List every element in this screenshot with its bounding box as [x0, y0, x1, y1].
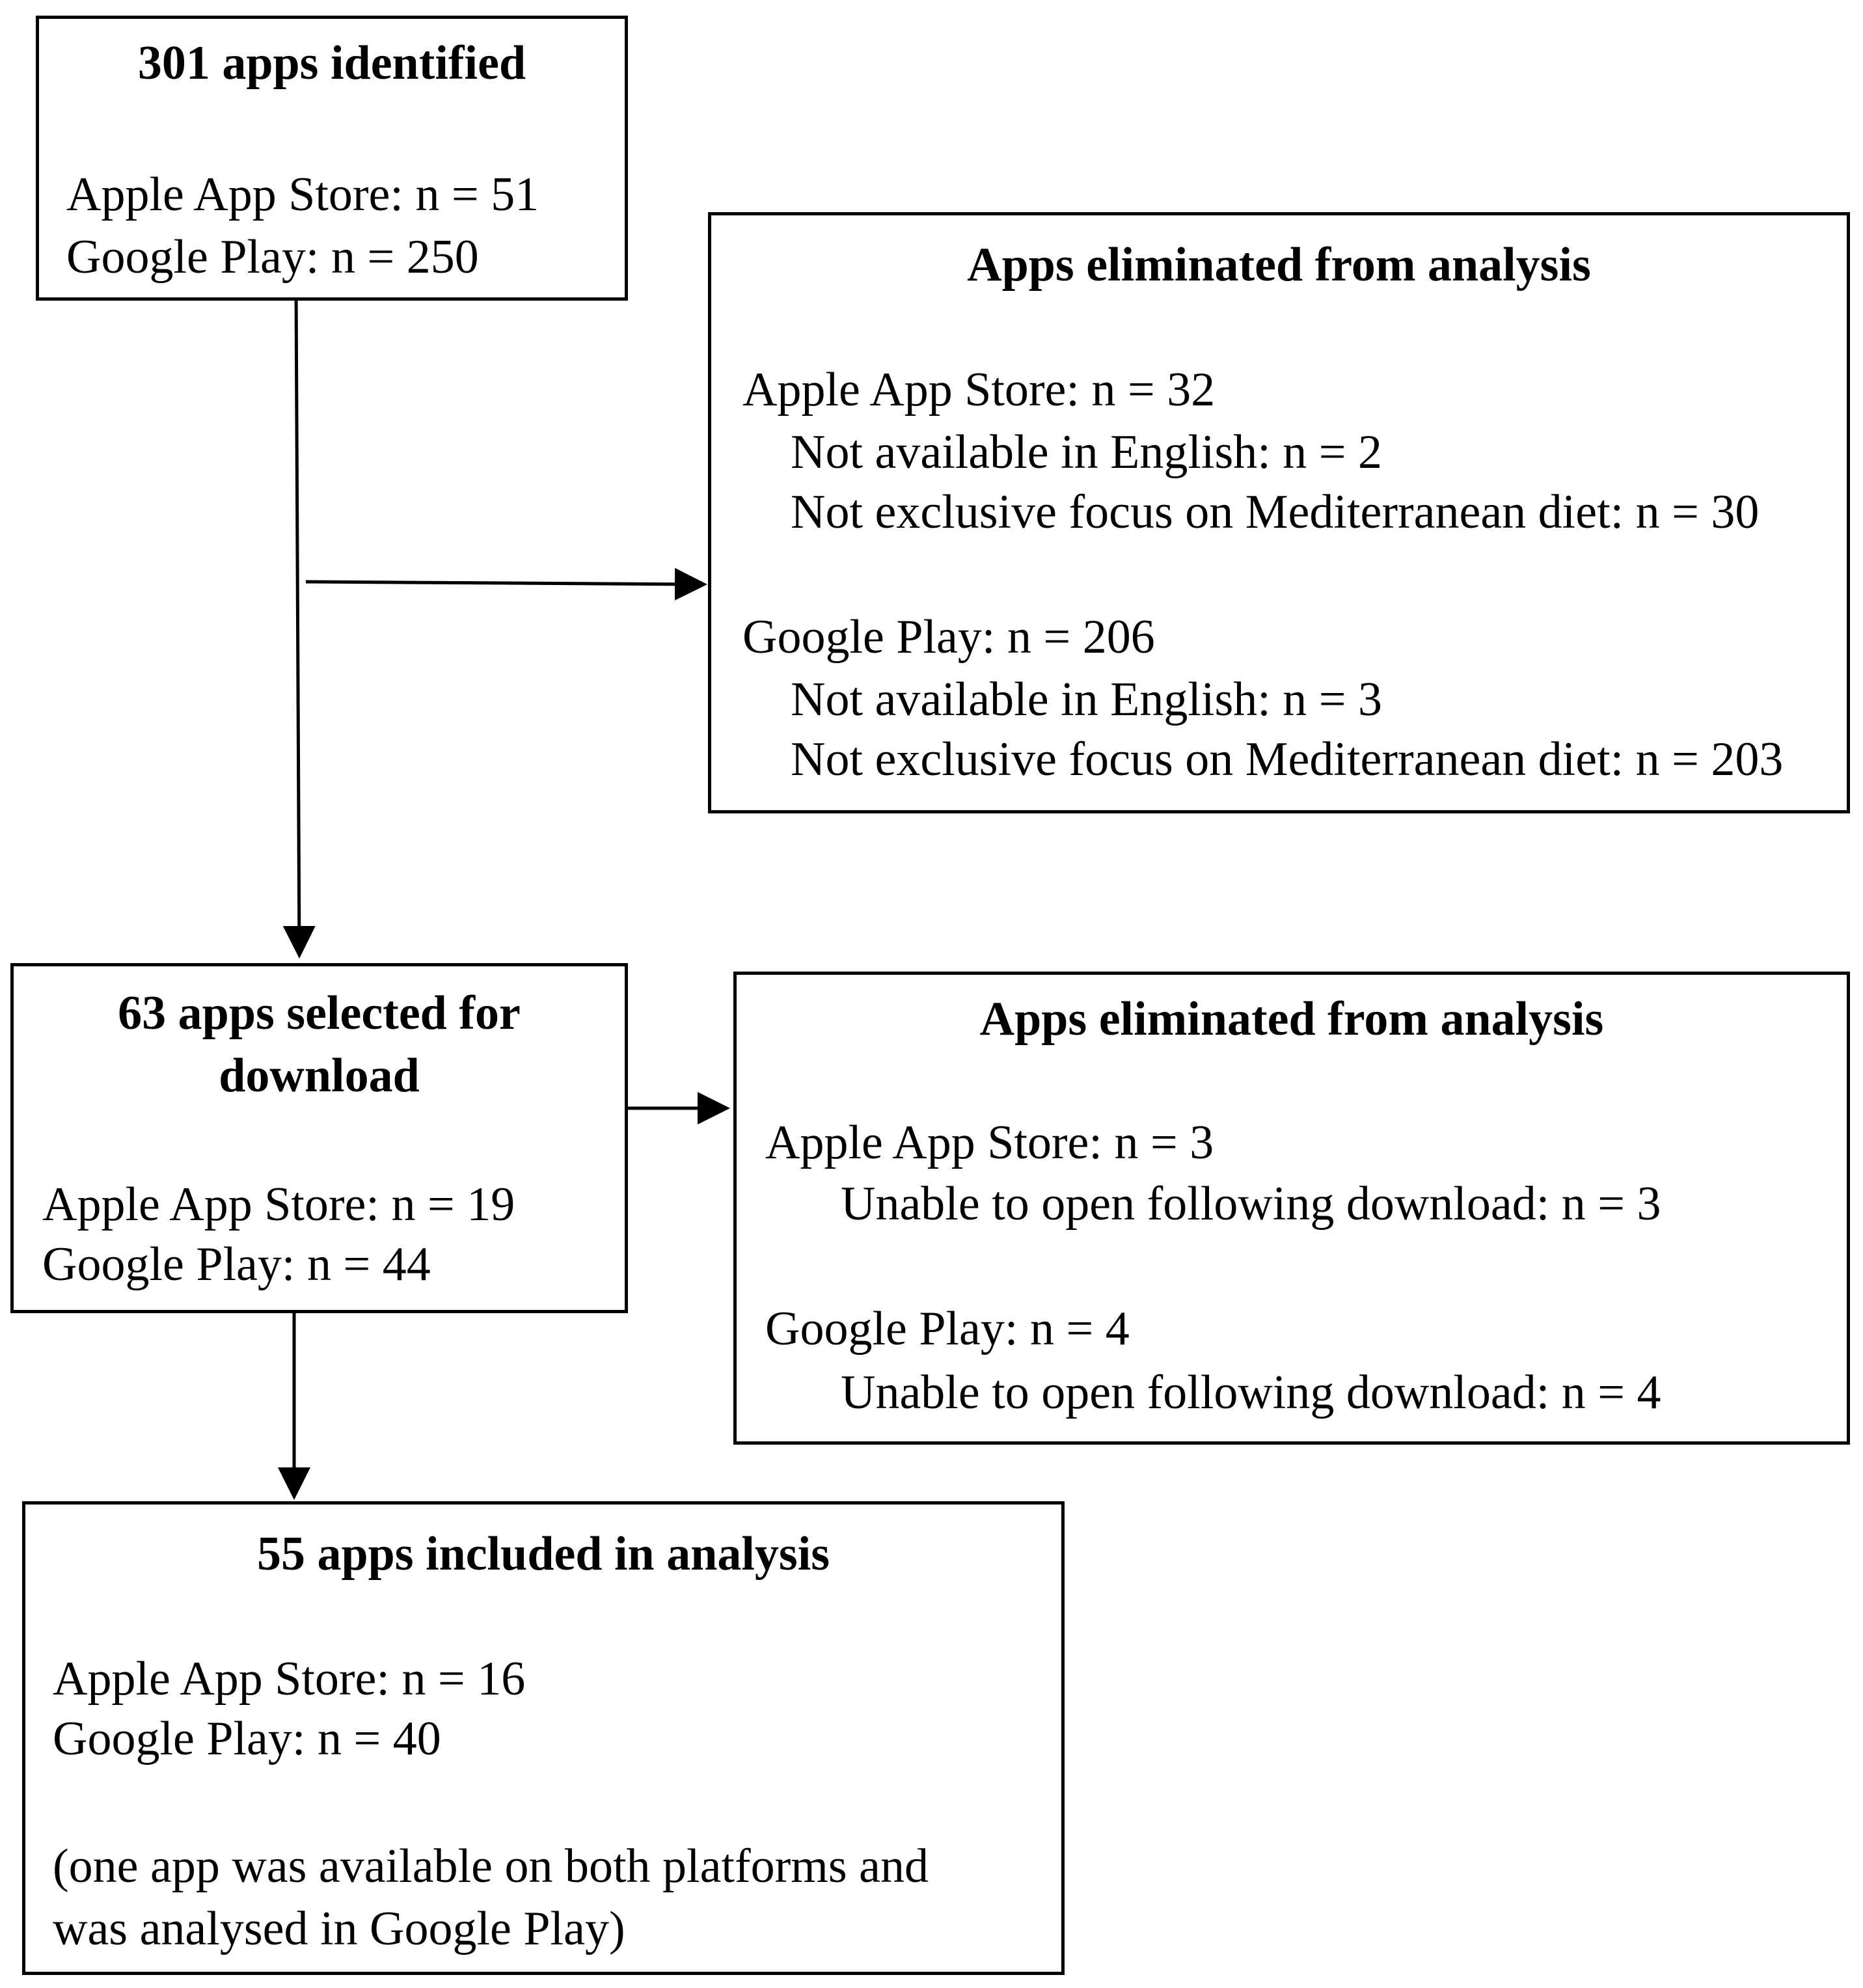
eliminated-2-title: Apps eliminated from analysis — [979, 992, 1604, 1046]
eliminated-1-apple-reason-focus: Not exclusive focus on Mediterranean die… — [791, 485, 1760, 539]
eliminated-2-apple-count: Apple App Store: n = 3 — [765, 1116, 1214, 1169]
eliminated-1-google-reason-english: Not available in English: n = 3 — [791, 673, 1383, 726]
eliminated-1-apple-count: Apple App Store: n = 32 — [742, 363, 1216, 416]
identified-title: 301 apps identified — [137, 36, 526, 90]
identified-apple-count: Apple App Store: n = 51 — [66, 168, 539, 221]
included-google-count: Google Play: n = 40 — [53, 1712, 441, 1765]
identified-google-count: Google Play: n = 250 — [66, 230, 479, 284]
eliminated-2-google-count: Google Play: n = 4 — [765, 1302, 1130, 1355]
included-box: 55 apps included in analysis Apple App S… — [22, 1501, 1065, 1975]
eliminated-2-apple-reason: Unable to open following download: n = 3 — [841, 1177, 1661, 1231]
eliminated-2-google-reason: Unable to open following download: n = 4 — [841, 1366, 1661, 1419]
included-note-line-2: was analysed in Google Play) — [53, 1902, 625, 1955]
selected-apple-count: Apple App Store: n = 19 — [42, 1178, 515, 1231]
eliminated-1-title: Apps eliminated from analysis — [967, 238, 1591, 292]
included-apple-count: Apple App Store: n = 16 — [53, 1652, 526, 1706]
identified-box: 301 apps identified Apple App Store: n =… — [36, 16, 628, 301]
included-title: 55 apps included in analysis — [256, 1527, 830, 1581]
eliminated-box-1: Apps eliminated from analysis Apple App … — [708, 212, 1850, 813]
eliminated-box-2: Apps eliminated from analysis Apple App … — [733, 972, 1850, 1445]
arrow-to-eliminated-1 — [305, 567, 707, 601]
eliminated-1-google-reason-focus: Not exclusive focus on Mediterranean die… — [791, 733, 1784, 786]
arrow-identified-to-selected — [282, 289, 316, 959]
selected-title-line-2: download — [219, 1049, 420, 1102]
included-note-line-1: (one app was available on both platforms… — [53, 1840, 929, 1893]
selected-google-count: Google Play: n = 44 — [42, 1238, 431, 1291]
eliminated-1-apple-reason-english: Not available in English: n = 2 — [791, 426, 1383, 479]
selected-title-line-1: 63 apps selected for — [118, 987, 521, 1040]
selected-box: 63 apps selected for download Apple App … — [10, 963, 628, 1313]
eliminated-1-google-count: Google Play: n = 206 — [742, 610, 1155, 664]
